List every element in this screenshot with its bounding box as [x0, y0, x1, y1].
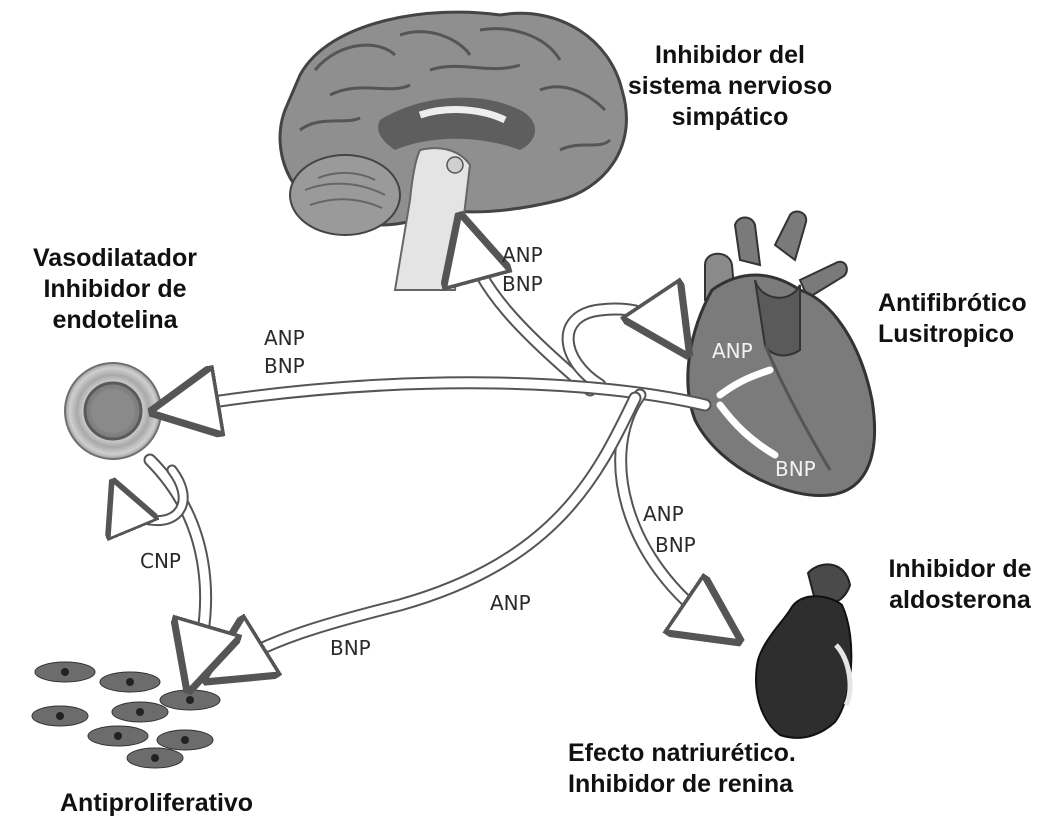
arrow-to-cells: [225, 398, 635, 668]
renal-effect-caption-line-2: Inhibidor de renina: [568, 769, 796, 800]
cell: [100, 672, 160, 692]
cells-illustration: [32, 662, 220, 768]
arrow-label-vessel-1: ANP: [264, 326, 305, 350]
cell: [88, 726, 148, 746]
cell: [35, 662, 95, 682]
arrow-label-cells-1: ANP: [490, 591, 531, 615]
cell: [157, 730, 213, 750]
arrow-label-kidney-2: BNP: [655, 533, 696, 557]
kidney-caption-line-1: Inhibidor de: [870, 554, 1050, 585]
vessel-caption-line-3: endotelina: [0, 305, 230, 336]
arrow-label-cnp: CNP: [140, 549, 181, 573]
arrow-label-cells-2: BNP: [330, 636, 371, 660]
arrow-label-brain-2: BNP: [502, 272, 543, 296]
vessel-caption-line-2: Inhibidor de: [0, 274, 230, 305]
renal-effect-caption: Efecto natriurético. Inhibidor de renina: [568, 738, 796, 800]
kidney-caption-line-2: aldosterona: [870, 585, 1050, 616]
cells-caption: Antiproliferativo: [60, 788, 253, 819]
kidney-illustration: [756, 564, 851, 737]
brain-illustration: [280, 12, 626, 290]
brain-caption-line-2: sistema nervioso: [600, 71, 860, 102]
kidney-caption: Inhibidor de aldosterona: [870, 554, 1050, 616]
heart-label-anp: ANP: [712, 339, 753, 363]
arrow-label-kidney-1: ANP: [643, 502, 684, 526]
vessel-illustration: [65, 363, 161, 459]
arrow-label-brain-1: ANP: [502, 243, 543, 267]
brain-caption: Inhibidor del sistema nervioso simpático: [600, 40, 860, 133]
arrow-label-vessel-2: BNP: [264, 354, 305, 378]
cell: [32, 706, 88, 726]
heart-caption-line-2: Lusitropico: [878, 319, 1027, 350]
heart-caption: Antifibrótico Lusitropico: [878, 288, 1027, 350]
brain-caption-line-1: Inhibidor del: [600, 40, 860, 71]
brain-caption-line-3: simpático: [600, 102, 860, 133]
heart-label-bnp: BNP: [775, 457, 816, 481]
cell: [160, 690, 220, 710]
heart-caption-line-1: Antifibrótico: [878, 288, 1027, 319]
cell: [127, 748, 183, 768]
renal-effect-caption-line-1: Efecto natriurético.: [568, 738, 796, 769]
vessel-caption: Vasodilatador Inhibidor de endotelina: [0, 243, 230, 336]
cell: [112, 702, 168, 722]
vessel-caption-line-1: Vasodilatador: [0, 243, 230, 274]
